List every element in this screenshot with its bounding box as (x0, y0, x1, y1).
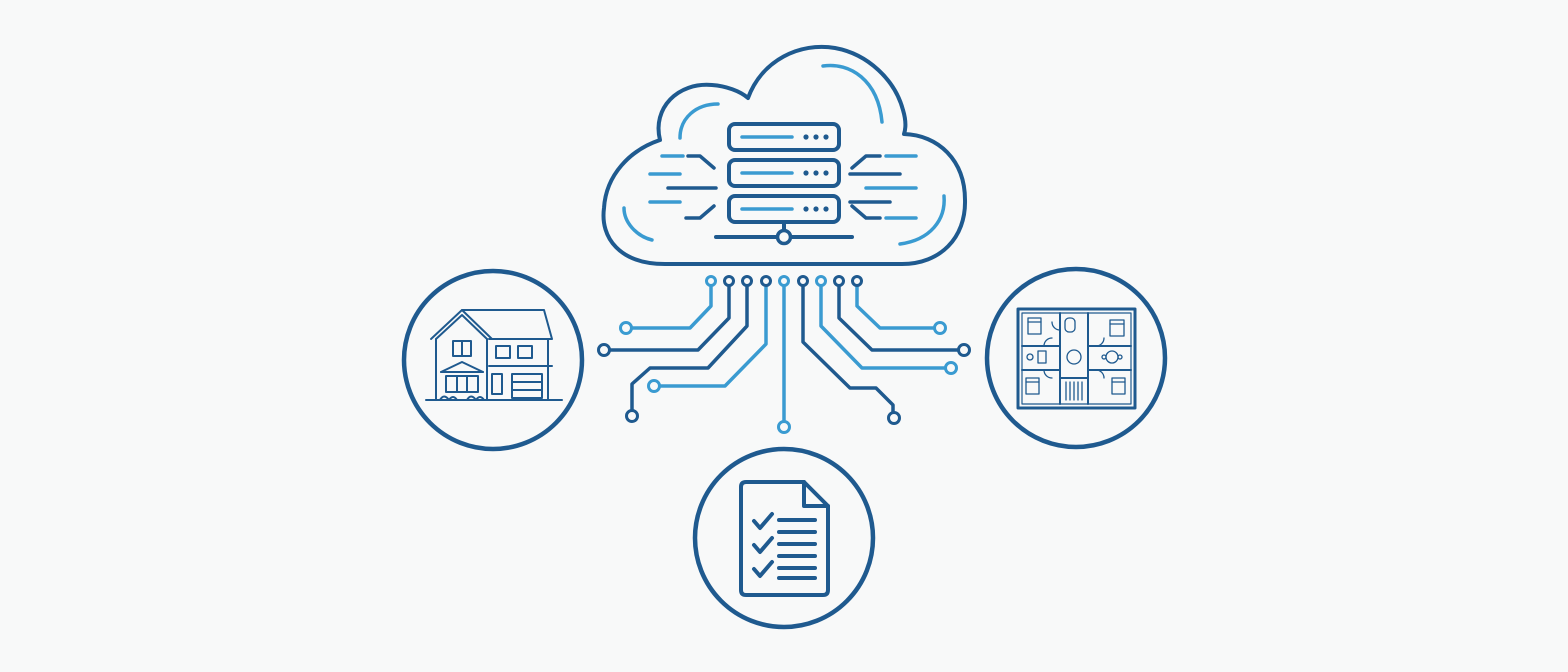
node-circle (401, 268, 585, 452)
circuit-node (815, 275, 827, 287)
circuit-node (705, 275, 717, 287)
circuit-trace (658, 279, 768, 388)
circuit-node (833, 275, 845, 287)
circuit-node (933, 321, 947, 335)
cloud-inner-arc (678, 102, 720, 140)
circuit-node (619, 321, 633, 335)
cloud-outline (601, 44, 968, 266)
node-checklist (692, 446, 876, 630)
circuit-node (778, 275, 790, 287)
circuit-node (741, 275, 753, 287)
cloud-inner-arc (622, 206, 654, 242)
circuit-trace (837, 279, 960, 352)
circuit-node (723, 275, 735, 287)
circuit-trace (855, 279, 936, 330)
circuit-node (957, 343, 971, 357)
circuit-nodes (597, 275, 971, 434)
server-rack-icon (714, 122, 854, 246)
cloud-data-lines-right (848, 154, 918, 220)
node-circle (692, 446, 876, 630)
circuit-trace (630, 279, 713, 330)
circuit-trace (608, 279, 731, 352)
check-icon (752, 560, 774, 578)
circuit-node (625, 409, 639, 423)
circuit-traces (597, 275, 971, 434)
floor-plan-icon (1016, 307, 1137, 410)
circuit-node (851, 275, 863, 287)
circuit-node (797, 275, 809, 287)
circuit-trace (819, 279, 947, 370)
node-house (401, 268, 585, 452)
circuit-trace (801, 279, 895, 414)
circuit-node (760, 275, 772, 287)
circuit-trace (630, 279, 749, 412)
check-icon (752, 512, 774, 530)
circuit-node (777, 420, 791, 434)
cloud-server-icon (601, 44, 968, 266)
house-icon (425, 309, 563, 401)
node-circle (984, 266, 1168, 450)
circuit-node (944, 361, 958, 375)
circuit-node (597, 343, 611, 357)
cloud-data-lines-left (648, 154, 718, 220)
cloud-inner-arc (821, 63, 884, 124)
node-floor-plan (984, 266, 1168, 450)
circuit-node (887, 411, 901, 425)
checklist-document-icon (739, 480, 830, 597)
cloud-inner-arc (898, 194, 946, 246)
check-icon (752, 536, 774, 554)
circuit-node (647, 379, 661, 393)
